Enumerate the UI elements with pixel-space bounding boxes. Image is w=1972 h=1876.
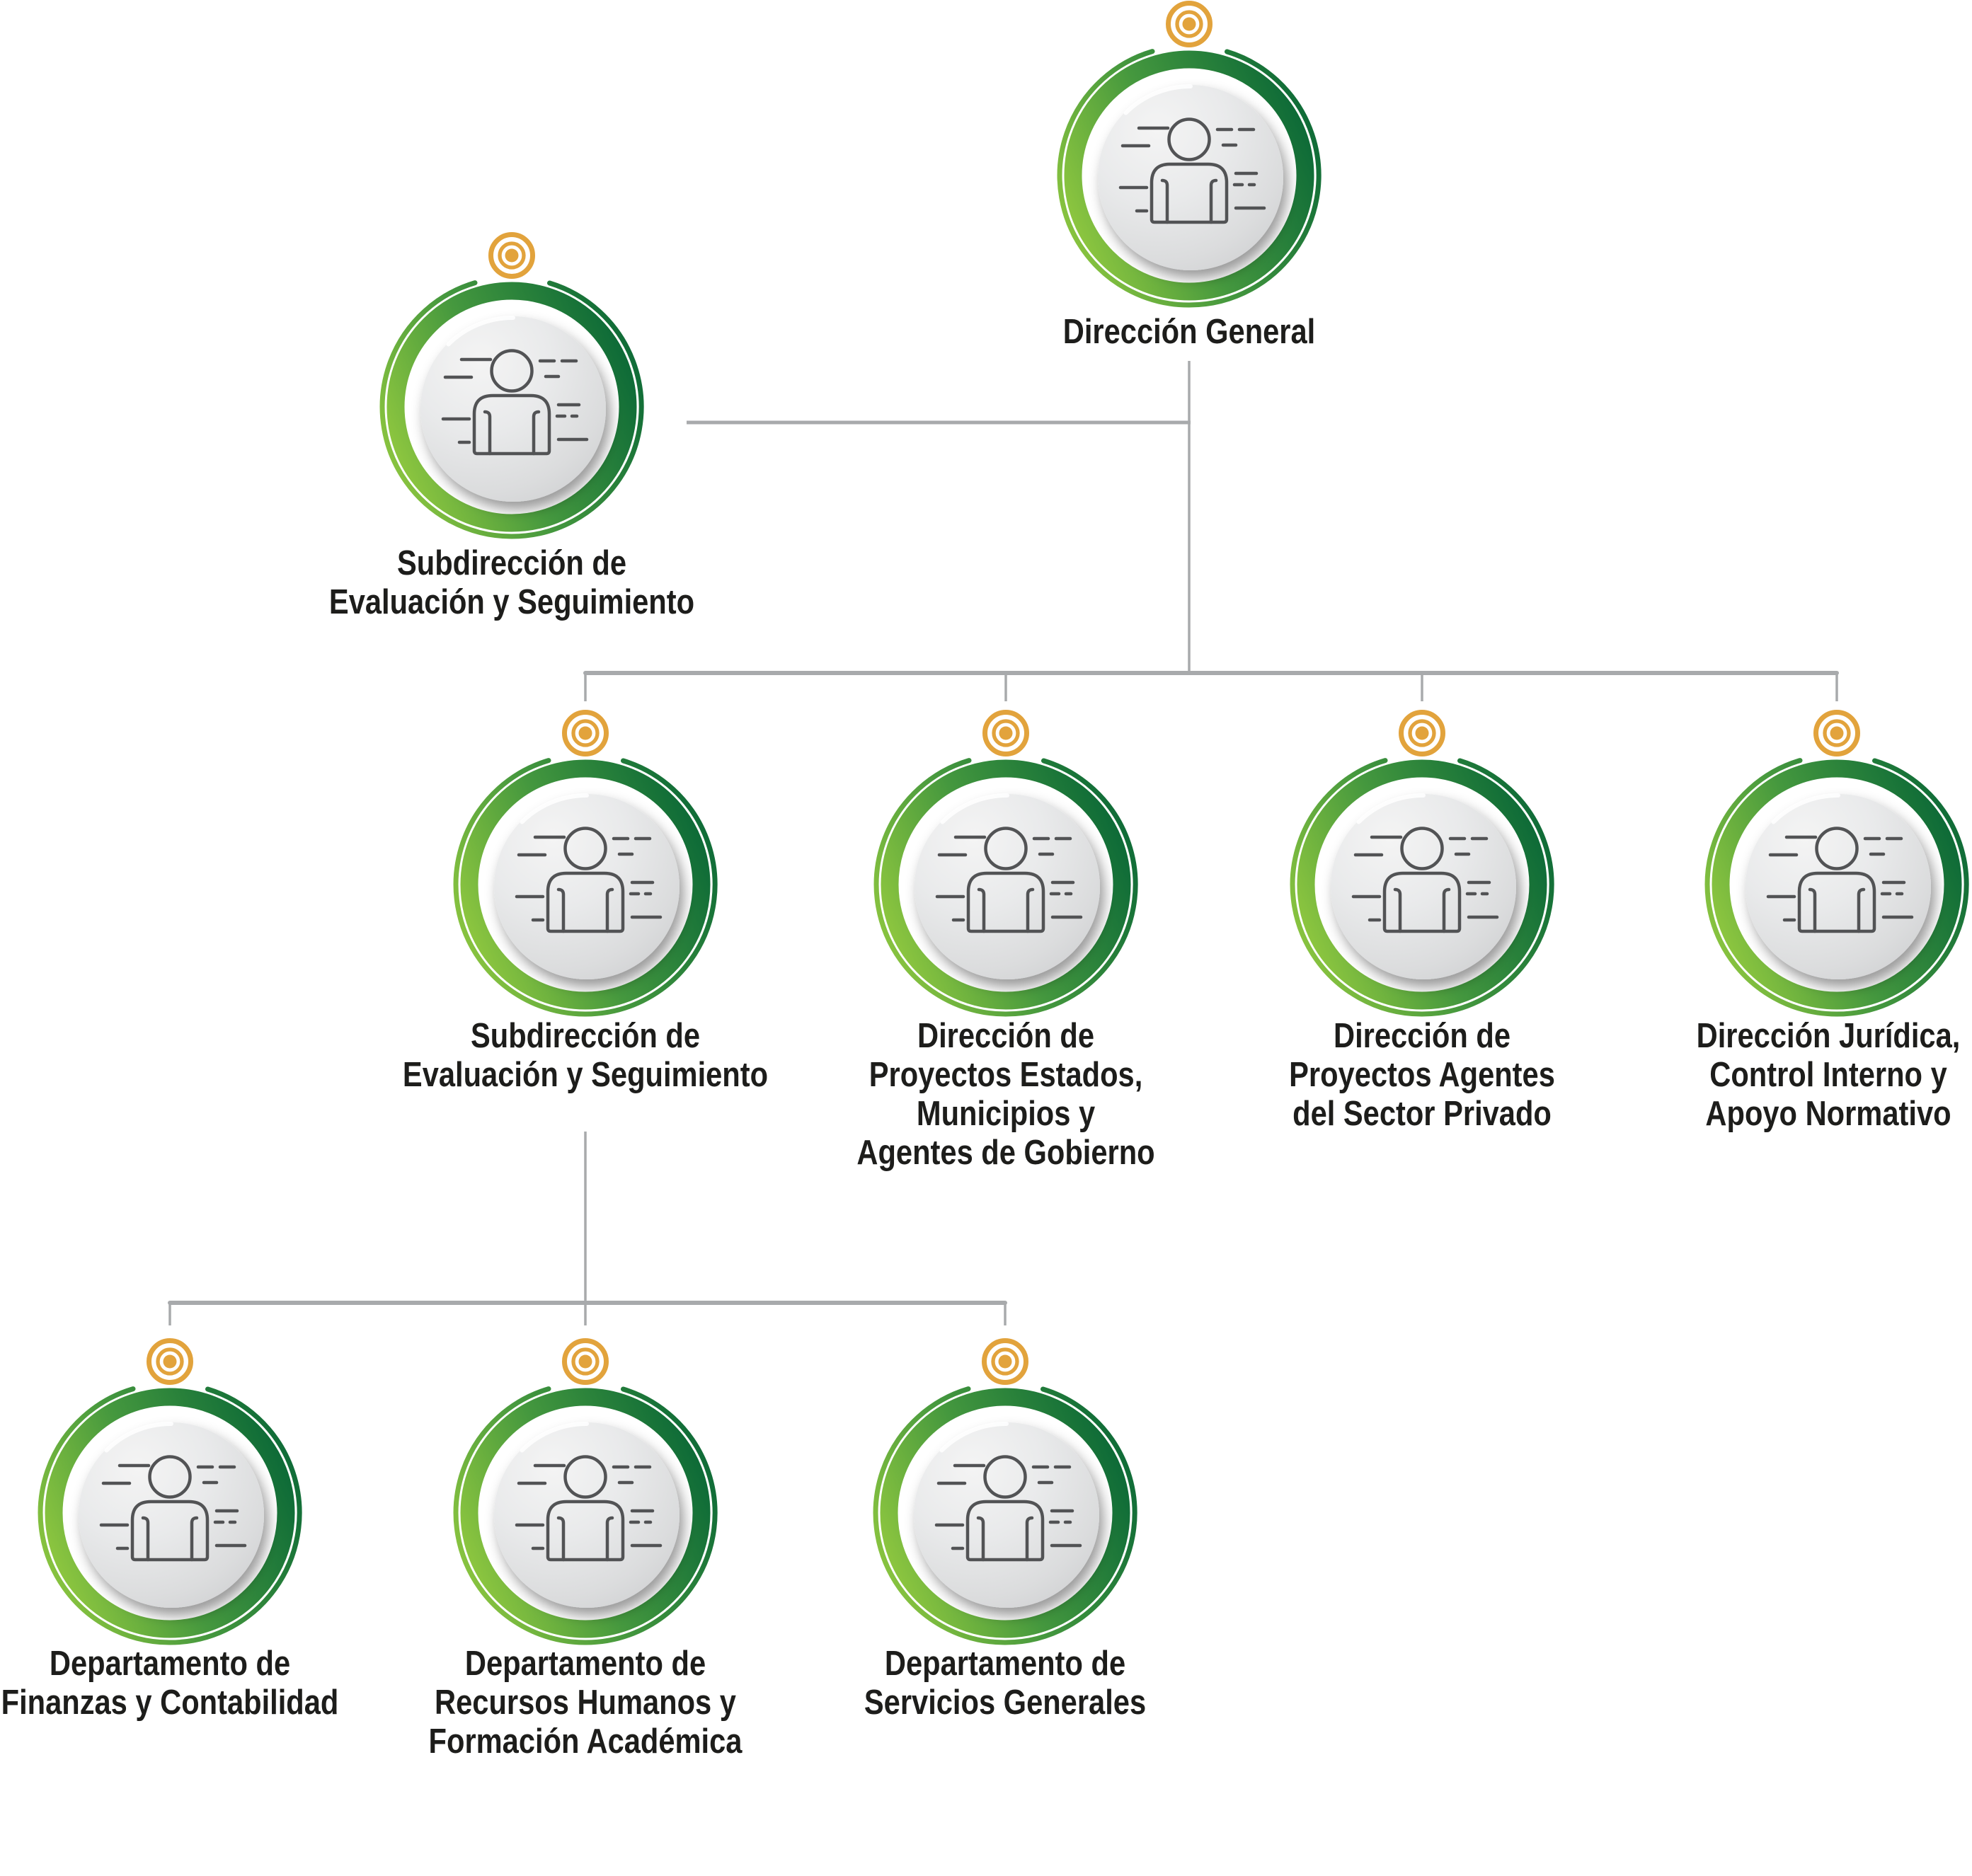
label-line: Control Interno y [1709, 1056, 1947, 1094]
label-line: Formación Académica [428, 1722, 743, 1761]
label-line: Proyectos Estados, [869, 1056, 1143, 1094]
label-line: Dirección de [917, 1017, 1094, 1055]
label-line: Evaluación y Seguimiento [328, 583, 695, 621]
person-icon [456, 1341, 715, 1643]
label-line: Departamento de [884, 1645, 1126, 1683]
label-line: Dirección de [1333, 1017, 1510, 1055]
person-icon [876, 713, 1135, 1015]
node-badge-subdireccion-evaluacion-y-seguimiento [370, 230, 653, 556]
node-badge-direccion-juridica-control-interno [1695, 708, 1972, 1033]
node-label-direccion-general: Dirección General [1063, 313, 1315, 352]
label-line: Subdirección de [470, 1017, 701, 1055]
label-line: Servicios Generales [864, 1684, 1147, 1722]
label-line: Recursos Humanos y [435, 1684, 736, 1722]
label-line: Subdirección de [396, 544, 627, 582]
label-line: Agentes de Gobierno [856, 1134, 1155, 1172]
label-line: Municipios y [916, 1095, 1096, 1133]
label-line: Finanzas y Contabilidad [1, 1684, 339, 1722]
node-badge-direccion-proyectos-estados-municipios [864, 708, 1147, 1033]
label-line: Dirección Jurídica, [1696, 1017, 1961, 1055]
label-line: Evaluación y Seguimiento [402, 1056, 769, 1094]
person-icon [456, 713, 715, 1015]
node-badge-direccion-proyectos-agentes-sector-privado [1280, 708, 1564, 1033]
label-line: Departamento de [49, 1645, 291, 1683]
person-icon [1292, 713, 1552, 1015]
label-line: Dirección General [1062, 313, 1316, 351]
label-line: del Sector Privado [1292, 1095, 1552, 1133]
node-badge-departamento-servicios-generales [864, 1336, 1147, 1662]
person-icon [40, 1341, 299, 1643]
label-line: Apoyo Normativo [1705, 1095, 1951, 1133]
node-badge-direccion-general [1048, 0, 1331, 324]
label-line: Departamento de [464, 1645, 706, 1683]
person-icon [1707, 713, 1966, 1015]
person-icon [382, 235, 641, 537]
node-badge-departamento-recursos-humanos [444, 1336, 727, 1662]
node-badge-departamento-finanzas-contabilidad [28, 1336, 311, 1662]
label-line: Proyectos Agentes [1289, 1056, 1555, 1094]
node-badge-subdireccion-evaluacion-y-seguimiento-2 [444, 708, 727, 1033]
person-icon [876, 1341, 1135, 1643]
person-icon [1060, 4, 1319, 306]
